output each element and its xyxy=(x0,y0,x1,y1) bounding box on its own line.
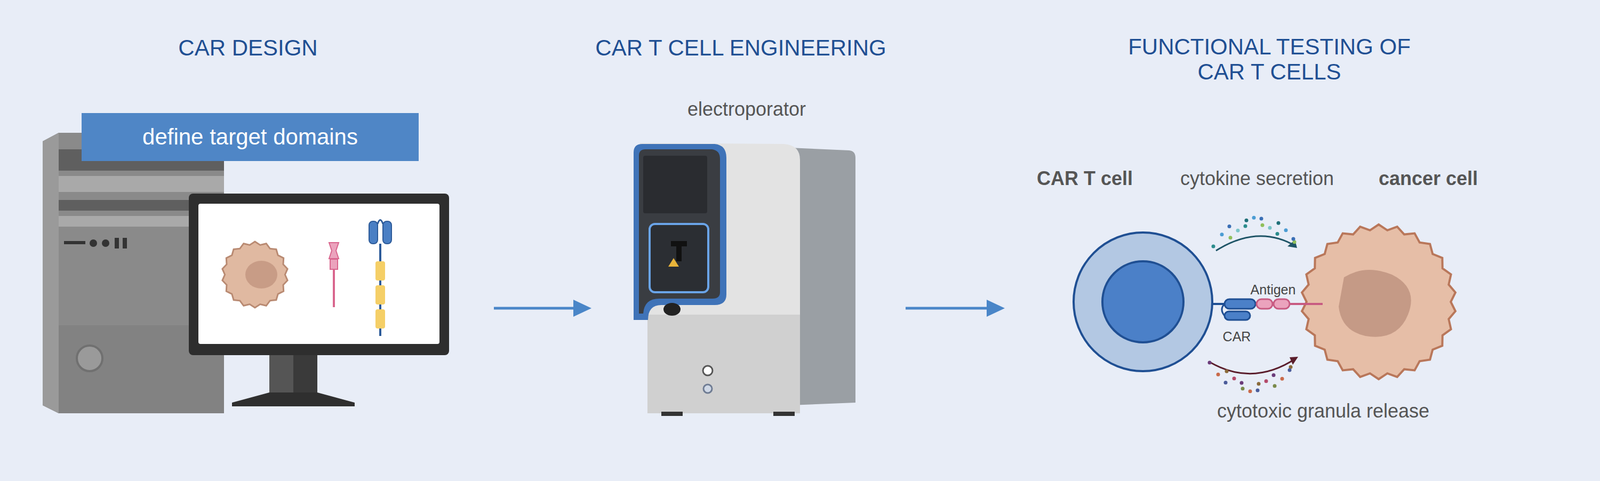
granule-dot xyxy=(1216,372,1221,377)
node-label: electroporator xyxy=(687,98,806,121)
electroporator-device xyxy=(633,142,856,416)
granule-dot xyxy=(1257,381,1261,386)
cytokine-dot xyxy=(1268,226,1272,230)
cytokine-dot xyxy=(1252,216,1256,220)
granule-dot xyxy=(1241,386,1245,391)
cytokine-dot xyxy=(1276,221,1281,226)
granule-dot xyxy=(1272,373,1276,378)
granule-dot xyxy=(1225,369,1229,374)
cytokine-dot xyxy=(1220,232,1224,237)
cytokine-dot xyxy=(1284,228,1288,232)
antigen-icon xyxy=(329,242,339,308)
granule-dot xyxy=(1224,380,1228,385)
cytokine-dot xyxy=(1260,223,1265,228)
part-label: Antigen xyxy=(1250,282,1296,298)
section-header: FUNCTIONAL TESTING OF CAR T CELLS xyxy=(1104,34,1435,85)
granule-dot xyxy=(1240,381,1244,386)
monitor xyxy=(188,193,450,407)
granule-dot xyxy=(1280,377,1285,381)
cytokine-dot xyxy=(1228,235,1233,240)
section-header: CAR T CELL ENGINEERING xyxy=(595,35,886,61)
cytokine-dot xyxy=(1244,218,1249,223)
granule-dot xyxy=(1256,388,1260,393)
cytokine-dot xyxy=(1291,237,1296,242)
node-label: cancer cell xyxy=(1378,167,1478,190)
cytokine-dot xyxy=(1227,224,1232,229)
node-label: CAR T cell xyxy=(1036,167,1133,190)
cytokine-dot xyxy=(1275,232,1280,236)
process-label: cytotoxic granula release xyxy=(1217,400,1430,423)
granule-dot xyxy=(1208,361,1212,365)
target-banner: define target domains xyxy=(81,113,419,162)
process-label: cytokine secretion xyxy=(1180,167,1334,190)
section-header: CAR DESIGN xyxy=(178,35,318,61)
granule-dot xyxy=(1288,368,1292,373)
car-icon xyxy=(369,220,392,337)
granule-dot xyxy=(1264,379,1269,383)
car-t-cell-node: CAR T cell xyxy=(1008,160,1232,384)
granule-dot xyxy=(1248,389,1253,394)
cytokine-dot xyxy=(1243,224,1248,228)
cytokine-dot xyxy=(1236,228,1240,233)
cell-interaction xyxy=(1073,216,1456,394)
electroporator-node: electroporator xyxy=(594,93,903,414)
computer-node: define target domains xyxy=(41,109,491,414)
flow-arrow xyxy=(493,299,592,317)
part-label: CAR xyxy=(1222,329,1252,345)
granule-dot xyxy=(1273,384,1277,388)
granule-dot xyxy=(1232,376,1237,381)
cytokine-dot xyxy=(1259,216,1264,221)
flow-arrow xyxy=(905,299,1005,317)
cytokine-dot xyxy=(1211,244,1216,249)
cancer-cell-node: cancer cell xyxy=(1301,160,1483,395)
